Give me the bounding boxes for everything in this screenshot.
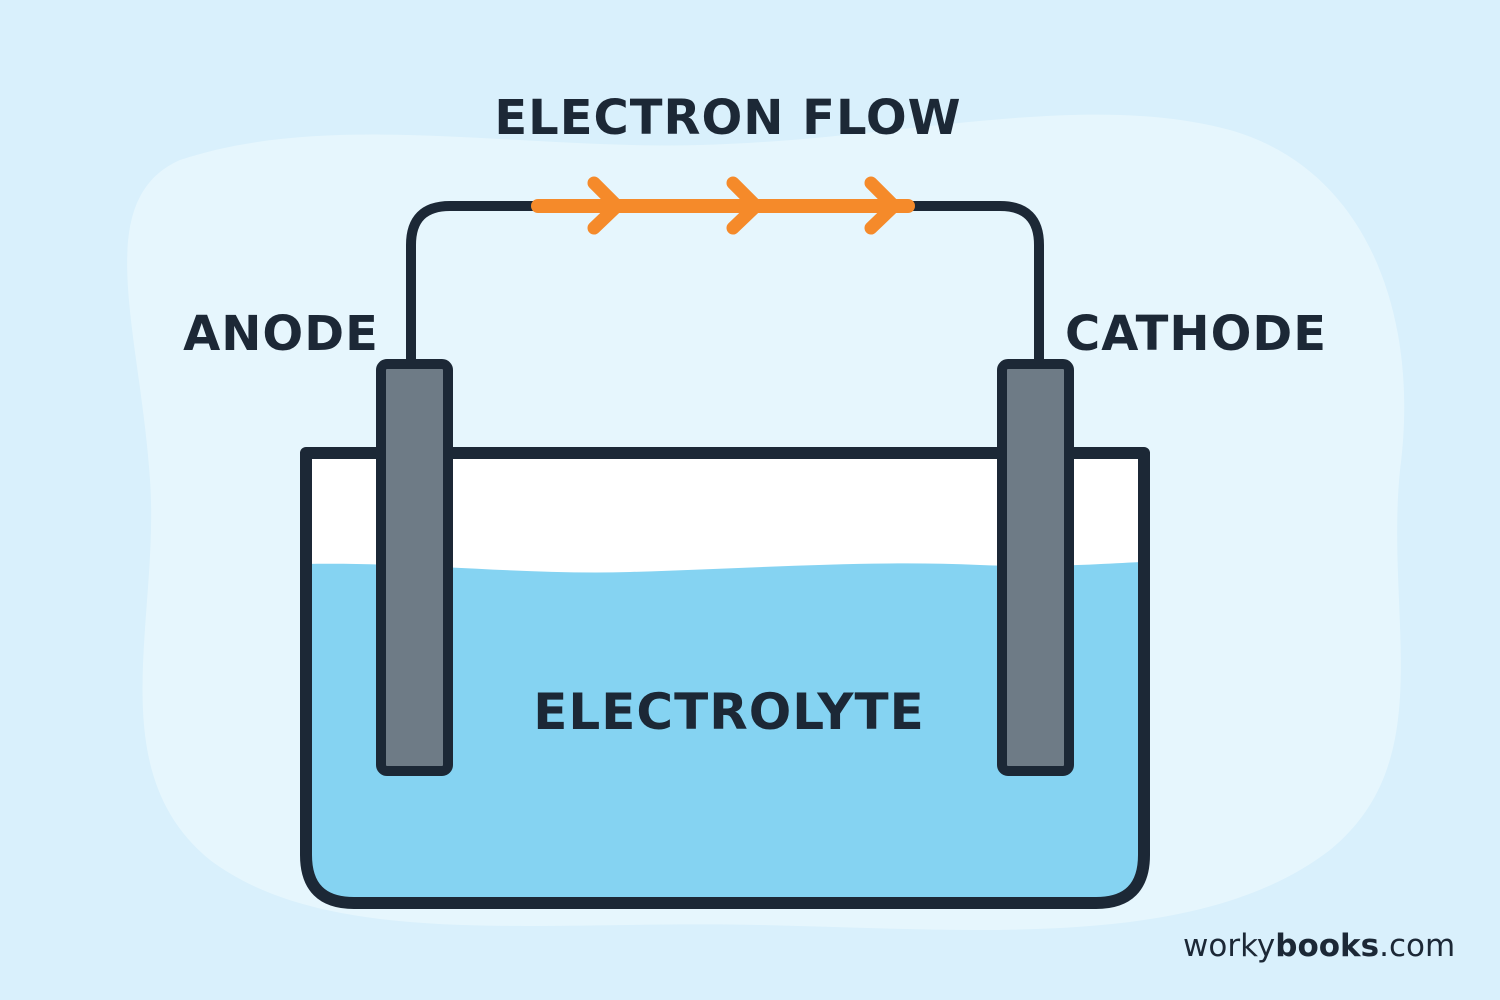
electron-flow-arrow-icon — [587, 176, 901, 235]
electrolyte-label: ELECTROLYTE — [533, 683, 925, 741]
anode-electrode — [376, 359, 453, 776]
electron-flow-label: ELECTRON FLOW — [494, 90, 961, 146]
cathode-electrode — [997, 359, 1074, 776]
brand-bold: books — [1275, 928, 1380, 964]
electrolyte-liquid — [306, 562, 1144, 903]
container-outline — [300, 447, 1150, 909]
cathode-label: CATHODE — [1065, 306, 1327, 362]
brand-prefix: worky — [1183, 928, 1276, 964]
brand-watermark: workybooks.com — [1183, 928, 1455, 964]
brand-suffix: .com — [1379, 928, 1456, 964]
anode-label: ANODE — [183, 306, 379, 362]
